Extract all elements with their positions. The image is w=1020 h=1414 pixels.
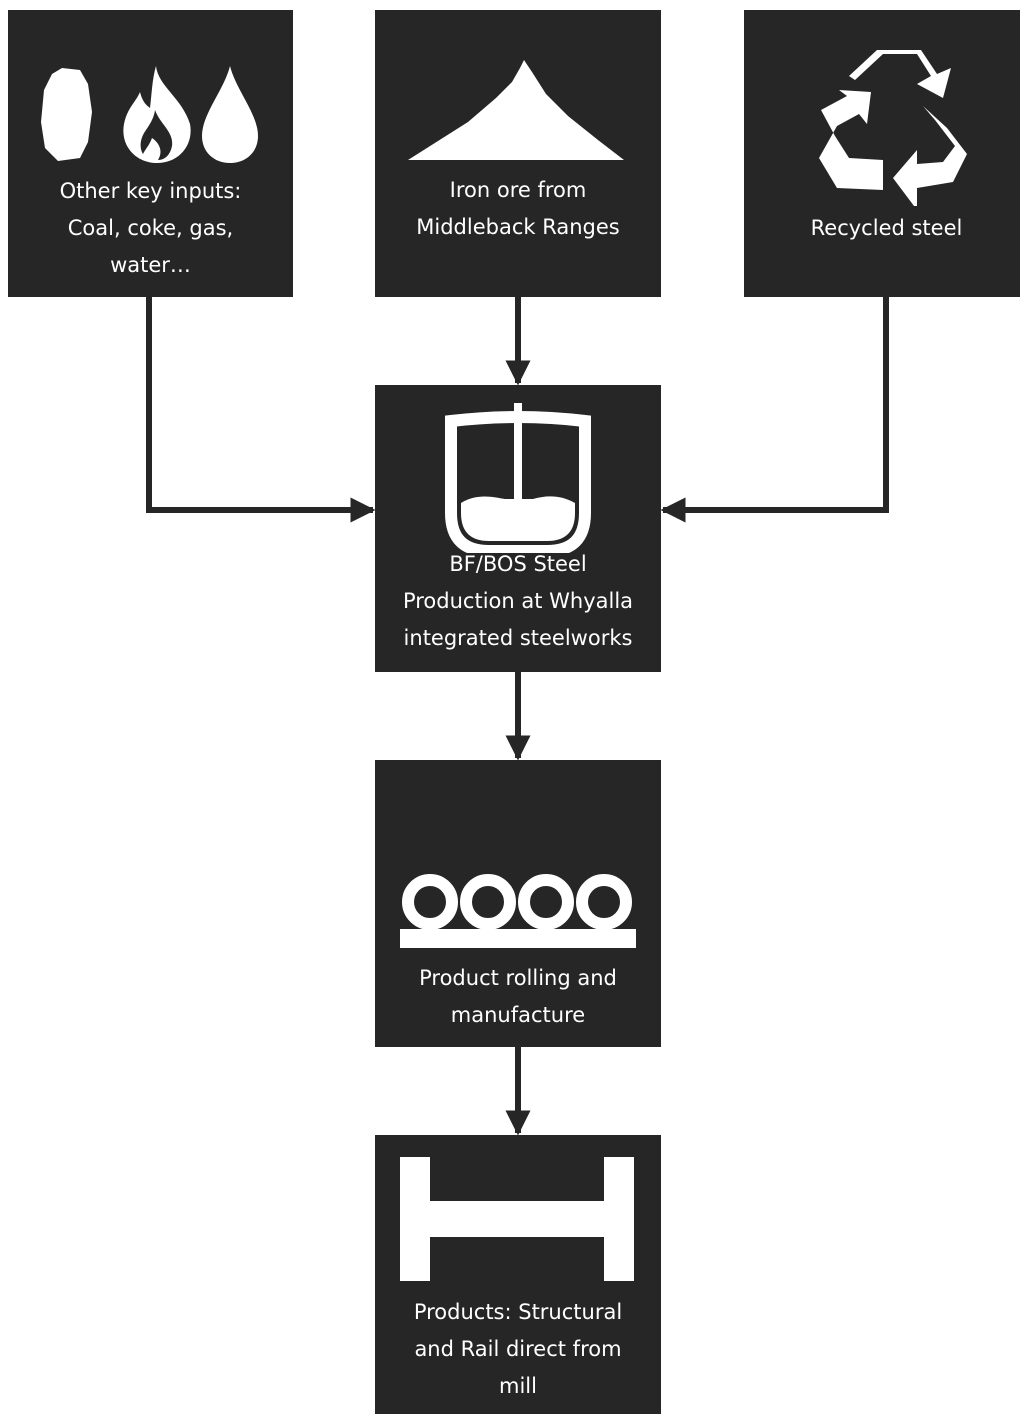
arrow-recycled-to-steel [660, 297, 889, 523]
recycle-icon [819, 50, 967, 206]
mountain-icon [408, 60, 624, 160]
flame-icon [123, 66, 191, 163]
water-drop-icon [202, 66, 258, 163]
steel-production-label: BF/BOS Steel Production at Whyalla integ… [402, 552, 634, 650]
rock-icon [41, 68, 92, 161]
iron-ore-node: Iron ore from Middleback Ranges [375, 10, 661, 297]
inputs-label: Other key inputs: Coal, coke, gas, water… [59, 179, 242, 277]
rolling-label: Product rolling and manufacture [419, 966, 617, 1027]
rollers-icon [400, 874, 636, 948]
iron-ore-label: Iron ore from Middleback Ranges [416, 178, 620, 239]
i-beam-icon [400, 1157, 634, 1281]
steel-production-node: BF/BOS Steel Production at Whyalla integ… [375, 385, 661, 672]
rolling-node: Product rolling and manufacture [375, 760, 661, 1047]
recycled-steel-node: Recycled steel [744, 10, 1020, 297]
recycled-steel-label: Recycled steel [810, 216, 963, 240]
arrow-inputs-to-steel [146, 297, 376, 523]
products-label: Products: Structural and Rail direct fro… [413, 1300, 623, 1398]
furnace-vessel-icon [445, 403, 591, 553]
inputs-node: Other key inputs: Coal, coke, gas, water… [8, 10, 293, 297]
products-node: Products: Structural and Rail direct fro… [375, 1135, 661, 1414]
